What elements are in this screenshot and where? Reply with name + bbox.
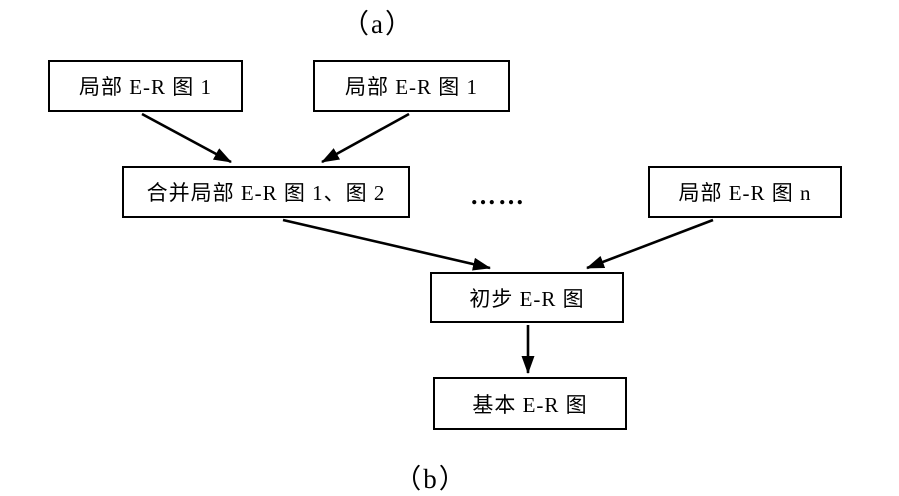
box-merge-local-er-diagrams: 合并局部 E-R 图 1、图 2 [122,166,410,218]
box-basic-er-diagram: 基本 E-R 图 [433,377,627,430]
ellipsis-text: …… [470,181,526,210]
box-preliminary-er-diagram: 初步 E-R 图 [430,272,624,323]
box-local-er-diagram-1: 局部 E-R 图 1 [48,60,243,112]
subfigure-label-a: （a） [342,9,414,39]
arrow-merge-to-preliminary [282,218,491,271]
arrow-localn-to-preliminary [586,218,714,270]
box-local-er-diagram-n: 局部 E-R 图 n [648,166,842,218]
arrow-local1-to-merge [141,112,232,164]
box-local-er-diagram-2: 局部 E-R 图 1 [313,60,510,112]
arrow-local2-to-merge [321,112,410,164]
subfigure-label-b: （b） [394,464,468,494]
